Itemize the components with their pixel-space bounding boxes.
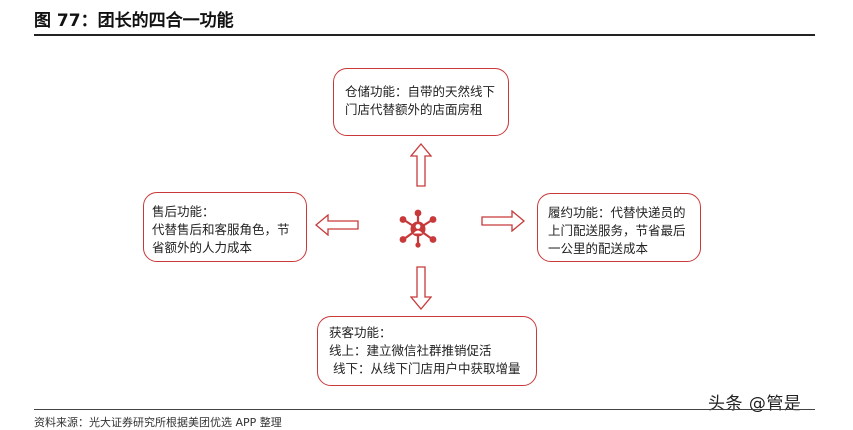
aftersales-function-line1: 售后功能： [152,204,215,219]
acquisition-function-line2: 线上：建立微信社群推销促活 [329,343,492,358]
figure-title: 图 77：团长的四合一功能 [34,11,234,31]
source-note: 资料来源：光大证券研究所根据美团优选 APP 整理 [34,416,282,429]
fulfillment-function-line1: 履约功能：代替快递员的 [548,205,686,220]
watermark: 头条 @管是 [708,394,802,414]
arrow-left-icon [315,214,359,236]
fulfillment-function-line3: 一公里的配送成本 [548,241,649,256]
aftersales-function-line3: 省额外的人力成本 [152,240,253,255]
fulfillment-function-box: 履约功能：代替快递员的 上门配送服务，节省最后 一公里的配送成本 [537,193,701,262]
source-divider [34,409,815,410]
acquisition-function-line3: 线下：从线下门店用户中获取增量 [329,361,521,376]
acquisition-function-line1: 获客功能： [329,325,392,340]
title-divider [34,34,815,36]
aftersales-function-box: 售后功能： 代替售后和客服角色，节 省额外的人力成本 [143,192,307,262]
warehouse-function-line1: 仓储功能：自带的天然线下 [345,84,496,99]
arrow-right-icon [481,210,525,232]
warehouse-function-line2: 门店代替额外的店面房租 [345,102,483,117]
fulfillment-function-line2: 上门配送服务，节省最后 [548,223,686,238]
aftersales-function-line2: 代替售后和客服角色，节 [152,222,290,237]
warehouse-function-box: 仓储功能：自带的天然线下 门店代替额外的店面房租 [333,68,509,136]
network-hub-icon [399,209,437,248]
acquisition-function-box: 获客功能： 线上：建立微信社群推销促活 线下：从线下门店用户中获取增量 [317,316,537,386]
arrow-up-icon [410,143,432,187]
arrow-down-icon [410,266,432,310]
